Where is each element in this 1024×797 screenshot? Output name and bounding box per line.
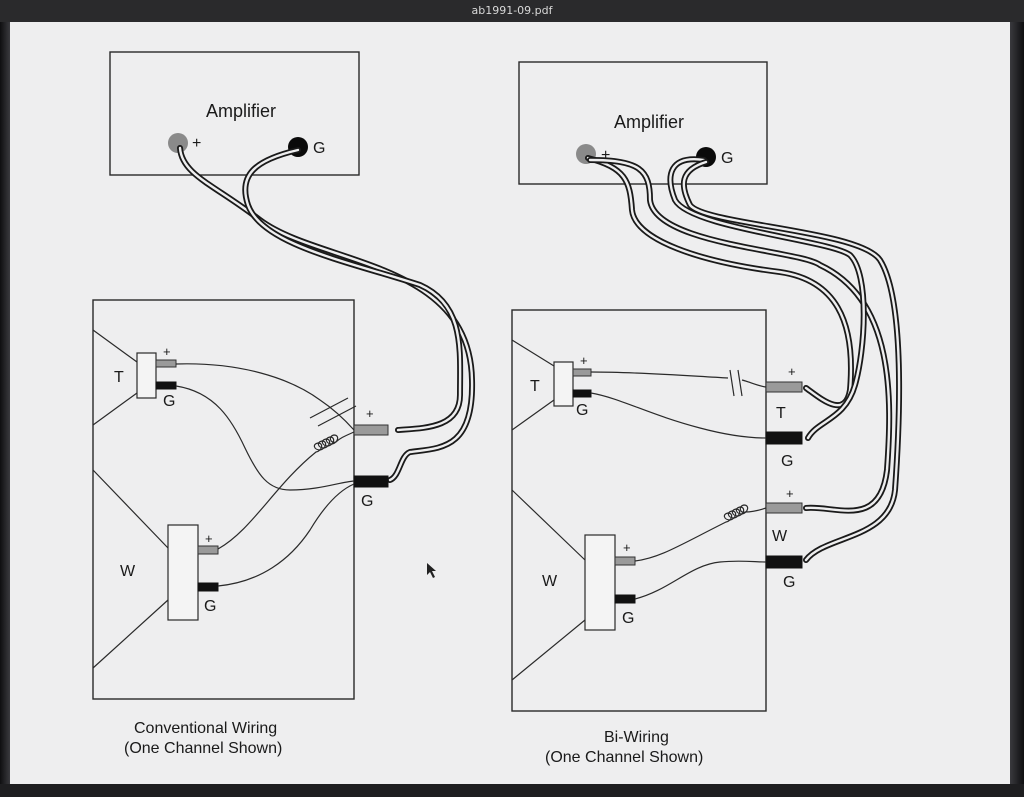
woofer-driver <box>167 524 199 621</box>
bi-amp-ground-label: G <box>721 150 733 167</box>
window-titlebar: ab1991-09.pdf <box>0 0 1024 22</box>
screen-edge-right <box>1010 22 1024 797</box>
amplifier-box <box>109 51 360 176</box>
bi-amplifier-box <box>518 61 768 185</box>
speaker-cabinet <box>92 299 355 700</box>
bi-crossover-wiring <box>590 369 767 600</box>
conventional-caption-subtitle: (One Channel Shown) <box>124 740 282 757</box>
mouse-pointer <box>427 563 436 578</box>
bi-woofer-label: W <box>542 573 558 590</box>
bi-t-input-ground-terminal <box>765 431 803 445</box>
tweeter-driver <box>136 352 157 399</box>
bi-amp-plus-label: + <box>601 147 610 164</box>
woofer-ground-label: G <box>204 598 216 615</box>
bi-tweeter-horn-lines <box>511 339 555 431</box>
window-title: ab1991-09.pdf <box>471 4 553 17</box>
bi-wire-cables <box>585 155 903 563</box>
bi-woofer-plus-label: + <box>623 540 631 555</box>
bi-t-input-ground-label: G <box>781 453 793 470</box>
bi-woofer-driver <box>584 534 616 631</box>
bi-w-input-ground-label: G <box>783 574 795 591</box>
input-ground-label: G <box>361 493 373 510</box>
bi-t-input-label: T <box>776 405 786 422</box>
tweeter-ground-terminal <box>155 381 177 390</box>
bi-wiring-diagram: Amplifier + G T + G W + G + T <box>511 61 903 766</box>
tweeter-plus-label: + <box>163 344 171 359</box>
bi-tweeter-label: T <box>530 378 540 395</box>
bi-woofer-ground-label: G <box>622 610 634 627</box>
bi-amplifier-label: Amplifier <box>614 112 684 132</box>
amp-ground-label: G <box>313 140 325 157</box>
conventional-caption-title: Conventional Wiring <box>134 720 277 737</box>
bi-tweeter-ground-terminal <box>572 389 592 398</box>
amp-plus-label: + <box>192 135 201 152</box>
tweeter-plus-terminal <box>155 359 177 368</box>
woofer-cone-lines <box>92 469 169 669</box>
biwiring-caption-subtitle: (One Channel Shown) <box>545 749 703 766</box>
bi-tweeter-ground-label: G <box>576 402 588 419</box>
tweeter-label: T <box>114 369 124 386</box>
speaker-cable <box>177 145 476 483</box>
biwiring-caption-title: Bi-Wiring <box>604 729 669 746</box>
woofer-label: W <box>120 563 136 580</box>
conventional-wiring-diagram: Amplifier + G T + G W + G + G <box>92 51 476 757</box>
bi-woofer-ground-terminal <box>614 594 636 604</box>
input-plus-label: + <box>366 406 374 421</box>
bi-w-input-plus-terminal <box>765 502 803 514</box>
input-ground-terminal <box>353 475 389 488</box>
bi-w-input-ground-terminal <box>765 555 803 569</box>
bi-tweeter-driver <box>553 361 574 407</box>
bi-w-input-plus-label: + <box>786 486 794 501</box>
screen-edge-left <box>0 22 10 797</box>
input-plus-terminal <box>353 424 389 436</box>
woofer-plus-terminal <box>197 545 219 555</box>
bi-tweeter-plus-label: + <box>580 353 588 368</box>
bi-speaker-cabinet <box>511 309 767 712</box>
bi-woofer-plus-terminal <box>614 556 636 566</box>
amplifier-label: Amplifier <box>206 101 276 121</box>
bi-t-input-plus-terminal <box>765 381 803 393</box>
crossover-wiring <box>175 363 357 587</box>
bi-tweeter-plus-terminal <box>572 368 592 377</box>
woofer-plus-label: + <box>205 531 213 546</box>
woofer-ground-terminal <box>197 582 219 592</box>
bi-woofer-cone-lines <box>511 489 586 681</box>
screen-edge-bottom <box>0 784 1024 797</box>
bi-t-input-plus-label: + <box>788 364 796 379</box>
bi-w-input-label: W <box>772 528 788 545</box>
tweeter-ground-label: G <box>163 393 175 410</box>
tweeter-horn-lines <box>92 329 138 426</box>
